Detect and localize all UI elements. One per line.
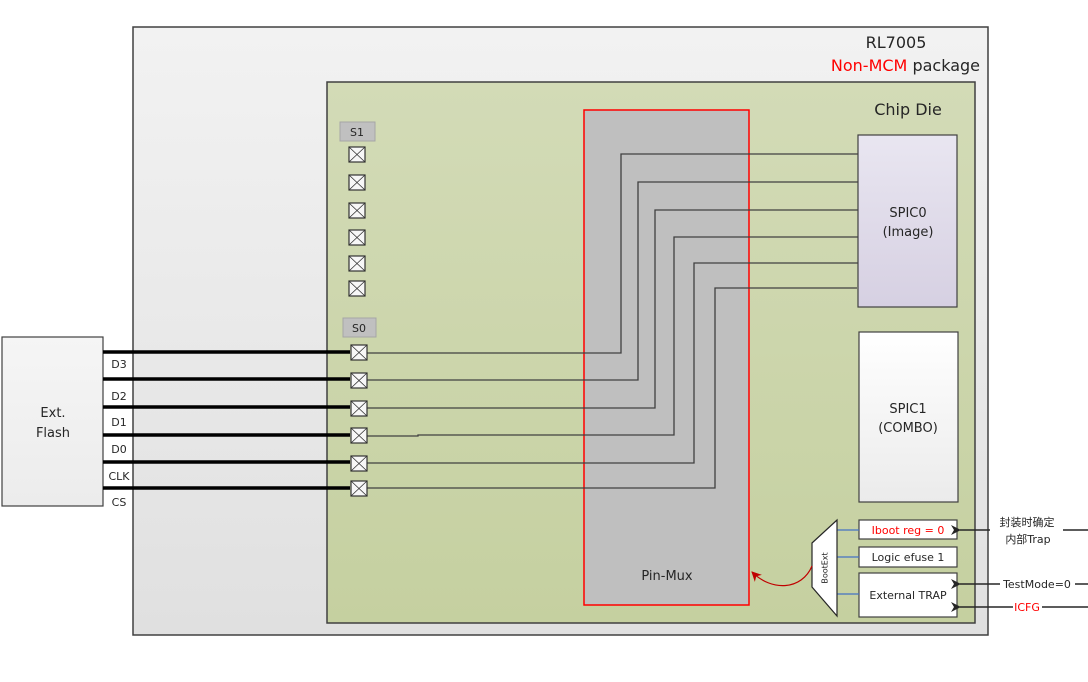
- testmode-label: TestMode=0: [1002, 578, 1071, 591]
- spic0-block: [857, 134, 958, 308]
- pin-mux-label: Pin-Mux: [641, 569, 693, 584]
- package-trap-label-line1: 封装时确定: [1000, 515, 1055, 529]
- mux-select-arrow: [751, 565, 813, 587]
- pad-icon: [348, 255, 366, 272]
- pin-label-clk: CLK: [108, 470, 130, 483]
- ext-flash-label-line1: Ext.: [40, 406, 65, 421]
- spic1-label-line2: (COMBO): [878, 421, 938, 436]
- pin-label-cs: CS: [112, 496, 127, 509]
- route-cs: [366, 287, 857, 489]
- pad-icon: [350, 455, 368, 472]
- pad-icon: [348, 280, 366, 297]
- pad-icon: [350, 344, 368, 361]
- pin-label-d1: D1: [111, 416, 126, 429]
- external-input-testmode: TestMode=0: [951, 578, 1088, 591]
- package-subtitle-highlight: Non-MCM: [831, 56, 907, 75]
- flash-pin-labels: D3 D2 D1 D0 CLK CS: [108, 358, 130, 509]
- boot-mux-label: BootExt: [821, 552, 830, 583]
- spic1-label-line1: SPIC1: [889, 402, 926, 417]
- iboot-reg-label: Iboot reg = 0: [872, 524, 945, 537]
- route-d0: [366, 236, 858, 437]
- boot-mux: [811, 518, 838, 618]
- route-clk: [366, 262, 858, 464]
- pad-icon: [350, 400, 368, 417]
- external-input-iboot: 封装时确定 内部Trap: [951, 515, 1088, 546]
- pin-label-d2: D2: [111, 390, 126, 403]
- pad-icon: [348, 202, 366, 219]
- icfg-label: ICFG: [1014, 601, 1040, 614]
- logic-efuse-label: Logic efuse 1: [872, 551, 945, 564]
- spic1-block: [858, 331, 959, 503]
- s0-group-label: S0: [352, 322, 366, 335]
- pad-icon: [350, 480, 368, 497]
- ext-flash-block: [1, 336, 104, 507]
- route-d2: [366, 181, 858, 381]
- spic0-label-line2: (Image): [883, 225, 934, 240]
- chip-die-title: Chip Die: [874, 100, 942, 119]
- pad-icon: [348, 229, 366, 246]
- ext-flash-label-line2: Flash: [36, 426, 70, 441]
- s1-group-label: S1: [350, 126, 364, 139]
- external-input-icfg: ICFG: [951, 601, 1088, 614]
- route-d3: [366, 153, 858, 354]
- external-trap-box: [858, 572, 958, 618]
- pad-icon: [348, 174, 366, 191]
- pad-icon: [350, 427, 368, 444]
- route-d1: [366, 209, 858, 409]
- package-title: RL7005: [866, 33, 927, 52]
- pin-mux-block: [583, 109, 750, 606]
- pin-label-d0: D0: [111, 443, 126, 456]
- package-trap-label-line2: 内部Trap: [1005, 532, 1050, 546]
- s0-group-label-box: [342, 317, 377, 338]
- spic0-signal-routes: [366, 153, 858, 489]
- pad-icon: [348, 146, 366, 163]
- spic0-label-line1: SPIC0: [889, 206, 926, 221]
- package-subtitle: Non-MCM package: [831, 56, 980, 75]
- pad-icon: [350, 372, 368, 389]
- boot-mux-links: [837, 529, 859, 595]
- flash-bus-wires: [103, 350, 350, 490]
- s1-pads: [348, 146, 366, 297]
- package-subtitle-rest: package: [907, 56, 980, 75]
- s0-pads: [350, 344, 368, 497]
- pin-label-d3: D3: [111, 358, 126, 371]
- external-trap-label: External TRAP: [869, 589, 947, 602]
- s1-group-label-box: [339, 121, 376, 142]
